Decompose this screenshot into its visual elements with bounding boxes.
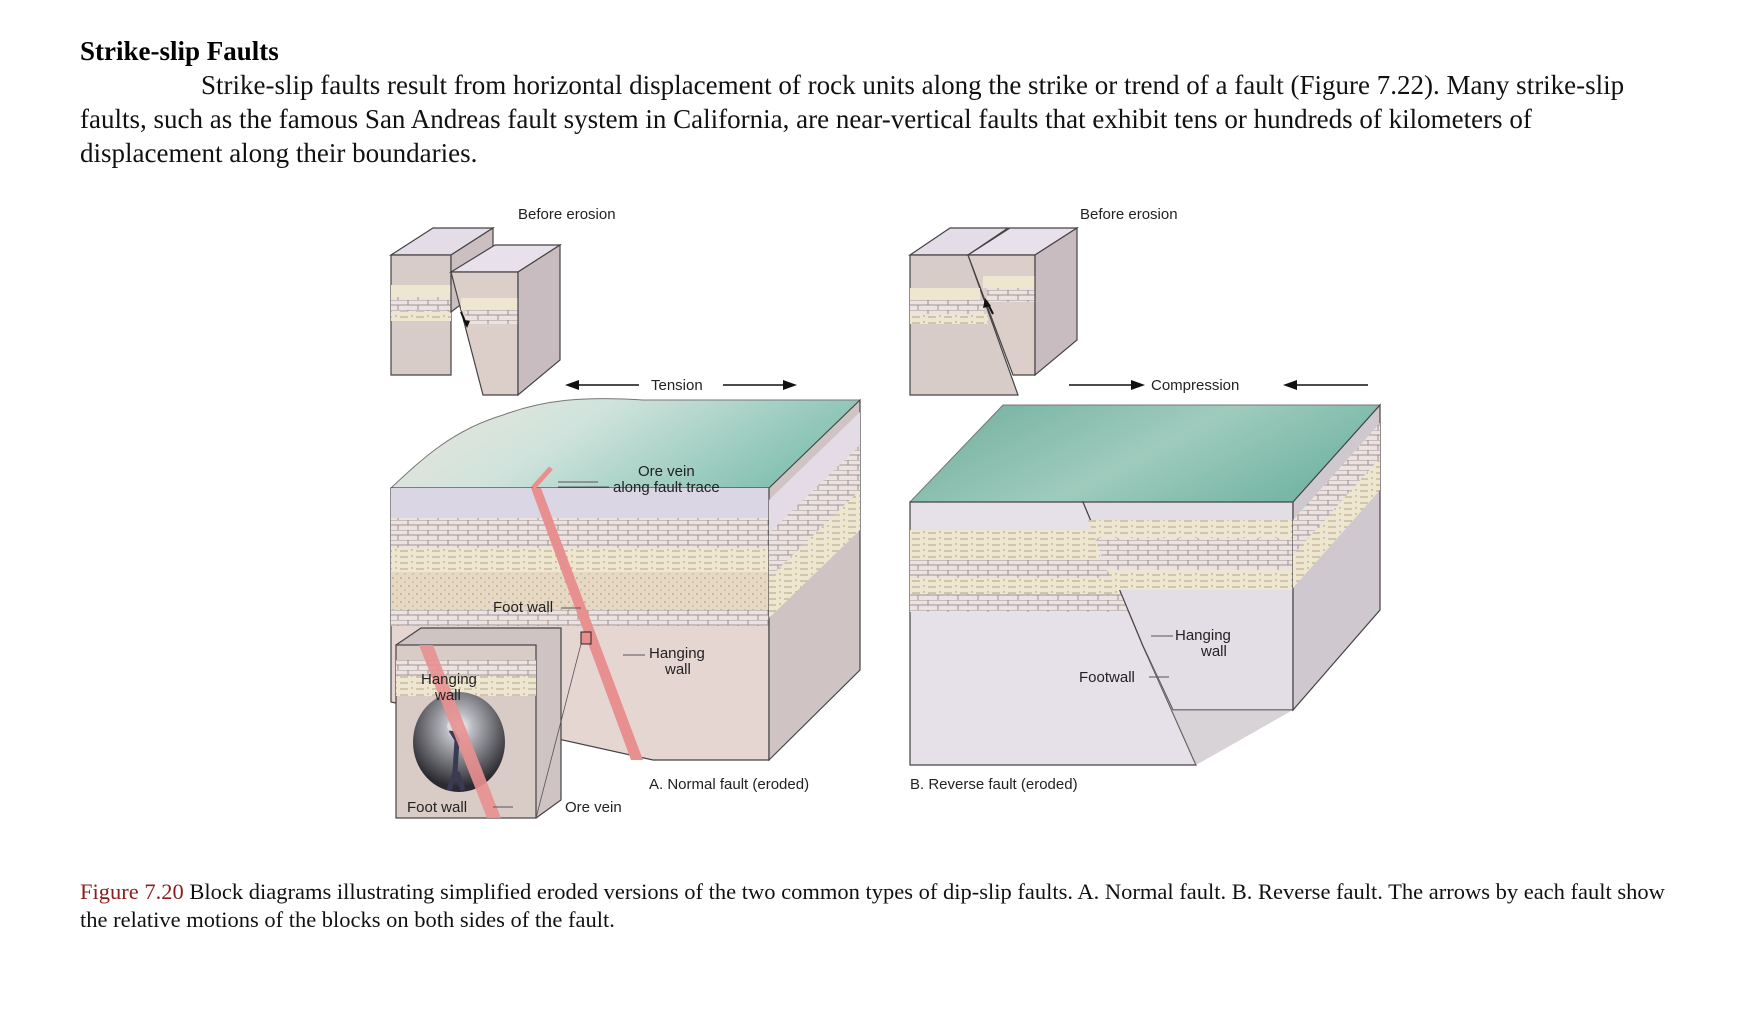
panel-b-title: B. Reverse fault (eroded) — [910, 776, 1078, 793]
before-erosion-block-b — [908, 226, 1080, 396]
footwall-label-b: Footwall — [1079, 669, 1135, 686]
fault-diagram-svg: Before erosion Tension — [388, 206, 1382, 819]
hanging-wall-label-a-line1: Hanging — [649, 645, 705, 662]
reverse-fault-block — [908, 403, 1382, 766]
ore-vein-label-line1: Ore vein — [638, 463, 695, 480]
panel-a-title: A. Normal fault (eroded) — [649, 776, 809, 793]
inset-ore-vein-label: Ore vein — [565, 799, 622, 816]
inset-hanging-wall-line1: Hanging — [421, 671, 477, 688]
before-erosion-label-a: Before erosion — [518, 206, 616, 223]
document-body: Strike-slip Faults Strike-slip faults re… — [80, 34, 1680, 170]
normal-fault-block — [389, 398, 861, 762]
before-erosion-block-a — [388, 226, 563, 397]
hanging-wall-label-b-line1: Hanging — [1175, 627, 1231, 644]
caption-text: Block diagrams illustrating simplified e… — [80, 879, 1665, 932]
hanging-wall-label-b-line2: wall — [1200, 643, 1227, 660]
hanging-wall-label-a-line2: wall — [664, 661, 691, 678]
fault-block-diagram: Before erosion Tension — [383, 200, 1389, 842]
figure-caption: Figure 7.20 Block diagrams illustrating … — [80, 878, 1680, 934]
tension-label: Tension — [651, 377, 703, 394]
foot-wall-label-a: Foot wall — [493, 599, 553, 616]
section-paragraph: Strike-slip faults result from horizonta… — [80, 70, 1625, 168]
mine-inset-block — [395, 627, 592, 819]
tension-arrows — [565, 380, 797, 390]
inset-foot-wall-label: Foot wall — [407, 799, 467, 816]
compression-arrows — [1069, 380, 1368, 390]
compression-label: Compression — [1151, 377, 1239, 394]
before-erosion-label-b: Before erosion — [1080, 206, 1178, 223]
section-heading: Strike-slip Faults — [80, 36, 279, 66]
figure-number: Figure 7.20 — [80, 879, 184, 904]
ore-vein-label-line2: along fault trace — [613, 479, 720, 496]
inset-hanging-wall-line2: wall — [434, 687, 461, 704]
